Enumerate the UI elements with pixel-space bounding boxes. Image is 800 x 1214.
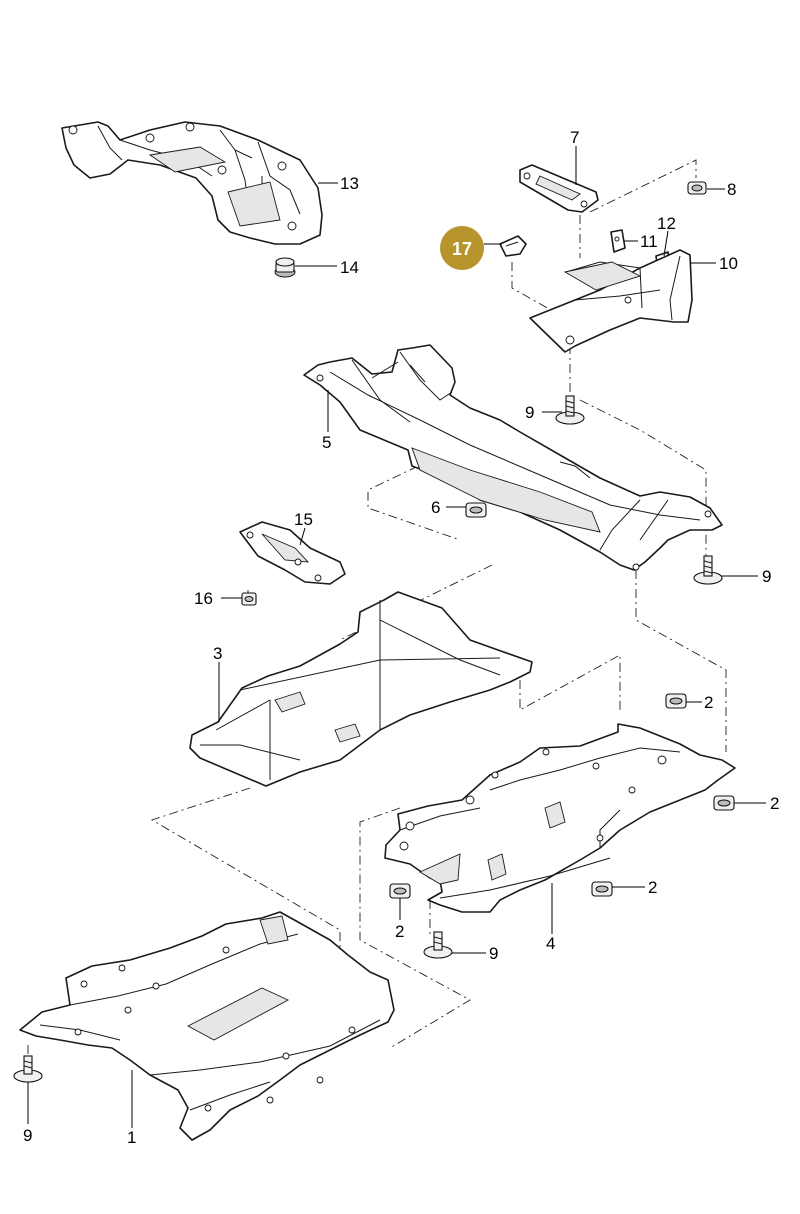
highlight-badge-17[interactable]: 17 [440,226,484,270]
part-1-panel [19,911,395,1141]
part-15-plate [239,521,346,585]
part-2-nut-a [665,693,687,709]
callout-9-upper: 9 [525,403,534,422]
part-10-panel [529,249,693,353]
part-9-screw-left [13,1055,43,1083]
callout-2-d: 2 [395,922,404,941]
callouts: 13 14 7 8 11 12 10 9 5 6 9 15 16 3 2 2 2… [23,128,779,1147]
part-2-nut-b [713,795,735,811]
part-8-nut [687,181,707,195]
callout-6: 6 [431,498,440,517]
callout-2-b: 2 [770,794,779,813]
callout-12: 12 [657,214,676,233]
callout-7: 7 [570,128,579,147]
callout-13: 13 [340,174,359,193]
part-9-screw-right [693,555,723,585]
callout-9-middle: 9 [489,944,498,963]
callout-4: 4 [546,934,555,953]
part-13-bracket [61,121,323,245]
part-5-crossmember [303,344,723,571]
part-4-panel [384,723,736,913]
part-9-screw-middle [423,931,453,959]
callout-2-c: 2 [648,878,657,897]
callout-1: 1 [127,1128,136,1147]
callout-15: 15 [294,510,313,529]
part-14-nut [274,257,296,278]
part-2-nut-c [591,881,613,897]
highlight-badge-label: 17 [452,239,472,259]
part-17-clip [499,235,527,257]
callout-8: 8 [727,180,736,199]
part-6-nut [465,502,487,518]
part-7-bracket [519,164,599,213]
highlight-badge-circle [440,226,484,270]
callout-10: 10 [719,254,738,273]
callout-14: 14 [340,258,359,277]
part-11-clip [610,229,626,253]
part-16-bolt [241,592,257,606]
callout-9-right: 9 [762,567,771,586]
part-2-nut-d [389,883,411,899]
callout-5: 5 [322,433,331,452]
leader-lines [27,146,766,1128]
callout-11: 11 [640,232,658,251]
callout-16: 16 [194,589,213,608]
part-9-screw-upper [555,395,585,425]
part-3-tray [189,591,533,787]
callout-3: 3 [213,644,222,663]
callout-9-left: 9 [23,1126,32,1145]
callout-2-a: 2 [704,693,713,712]
